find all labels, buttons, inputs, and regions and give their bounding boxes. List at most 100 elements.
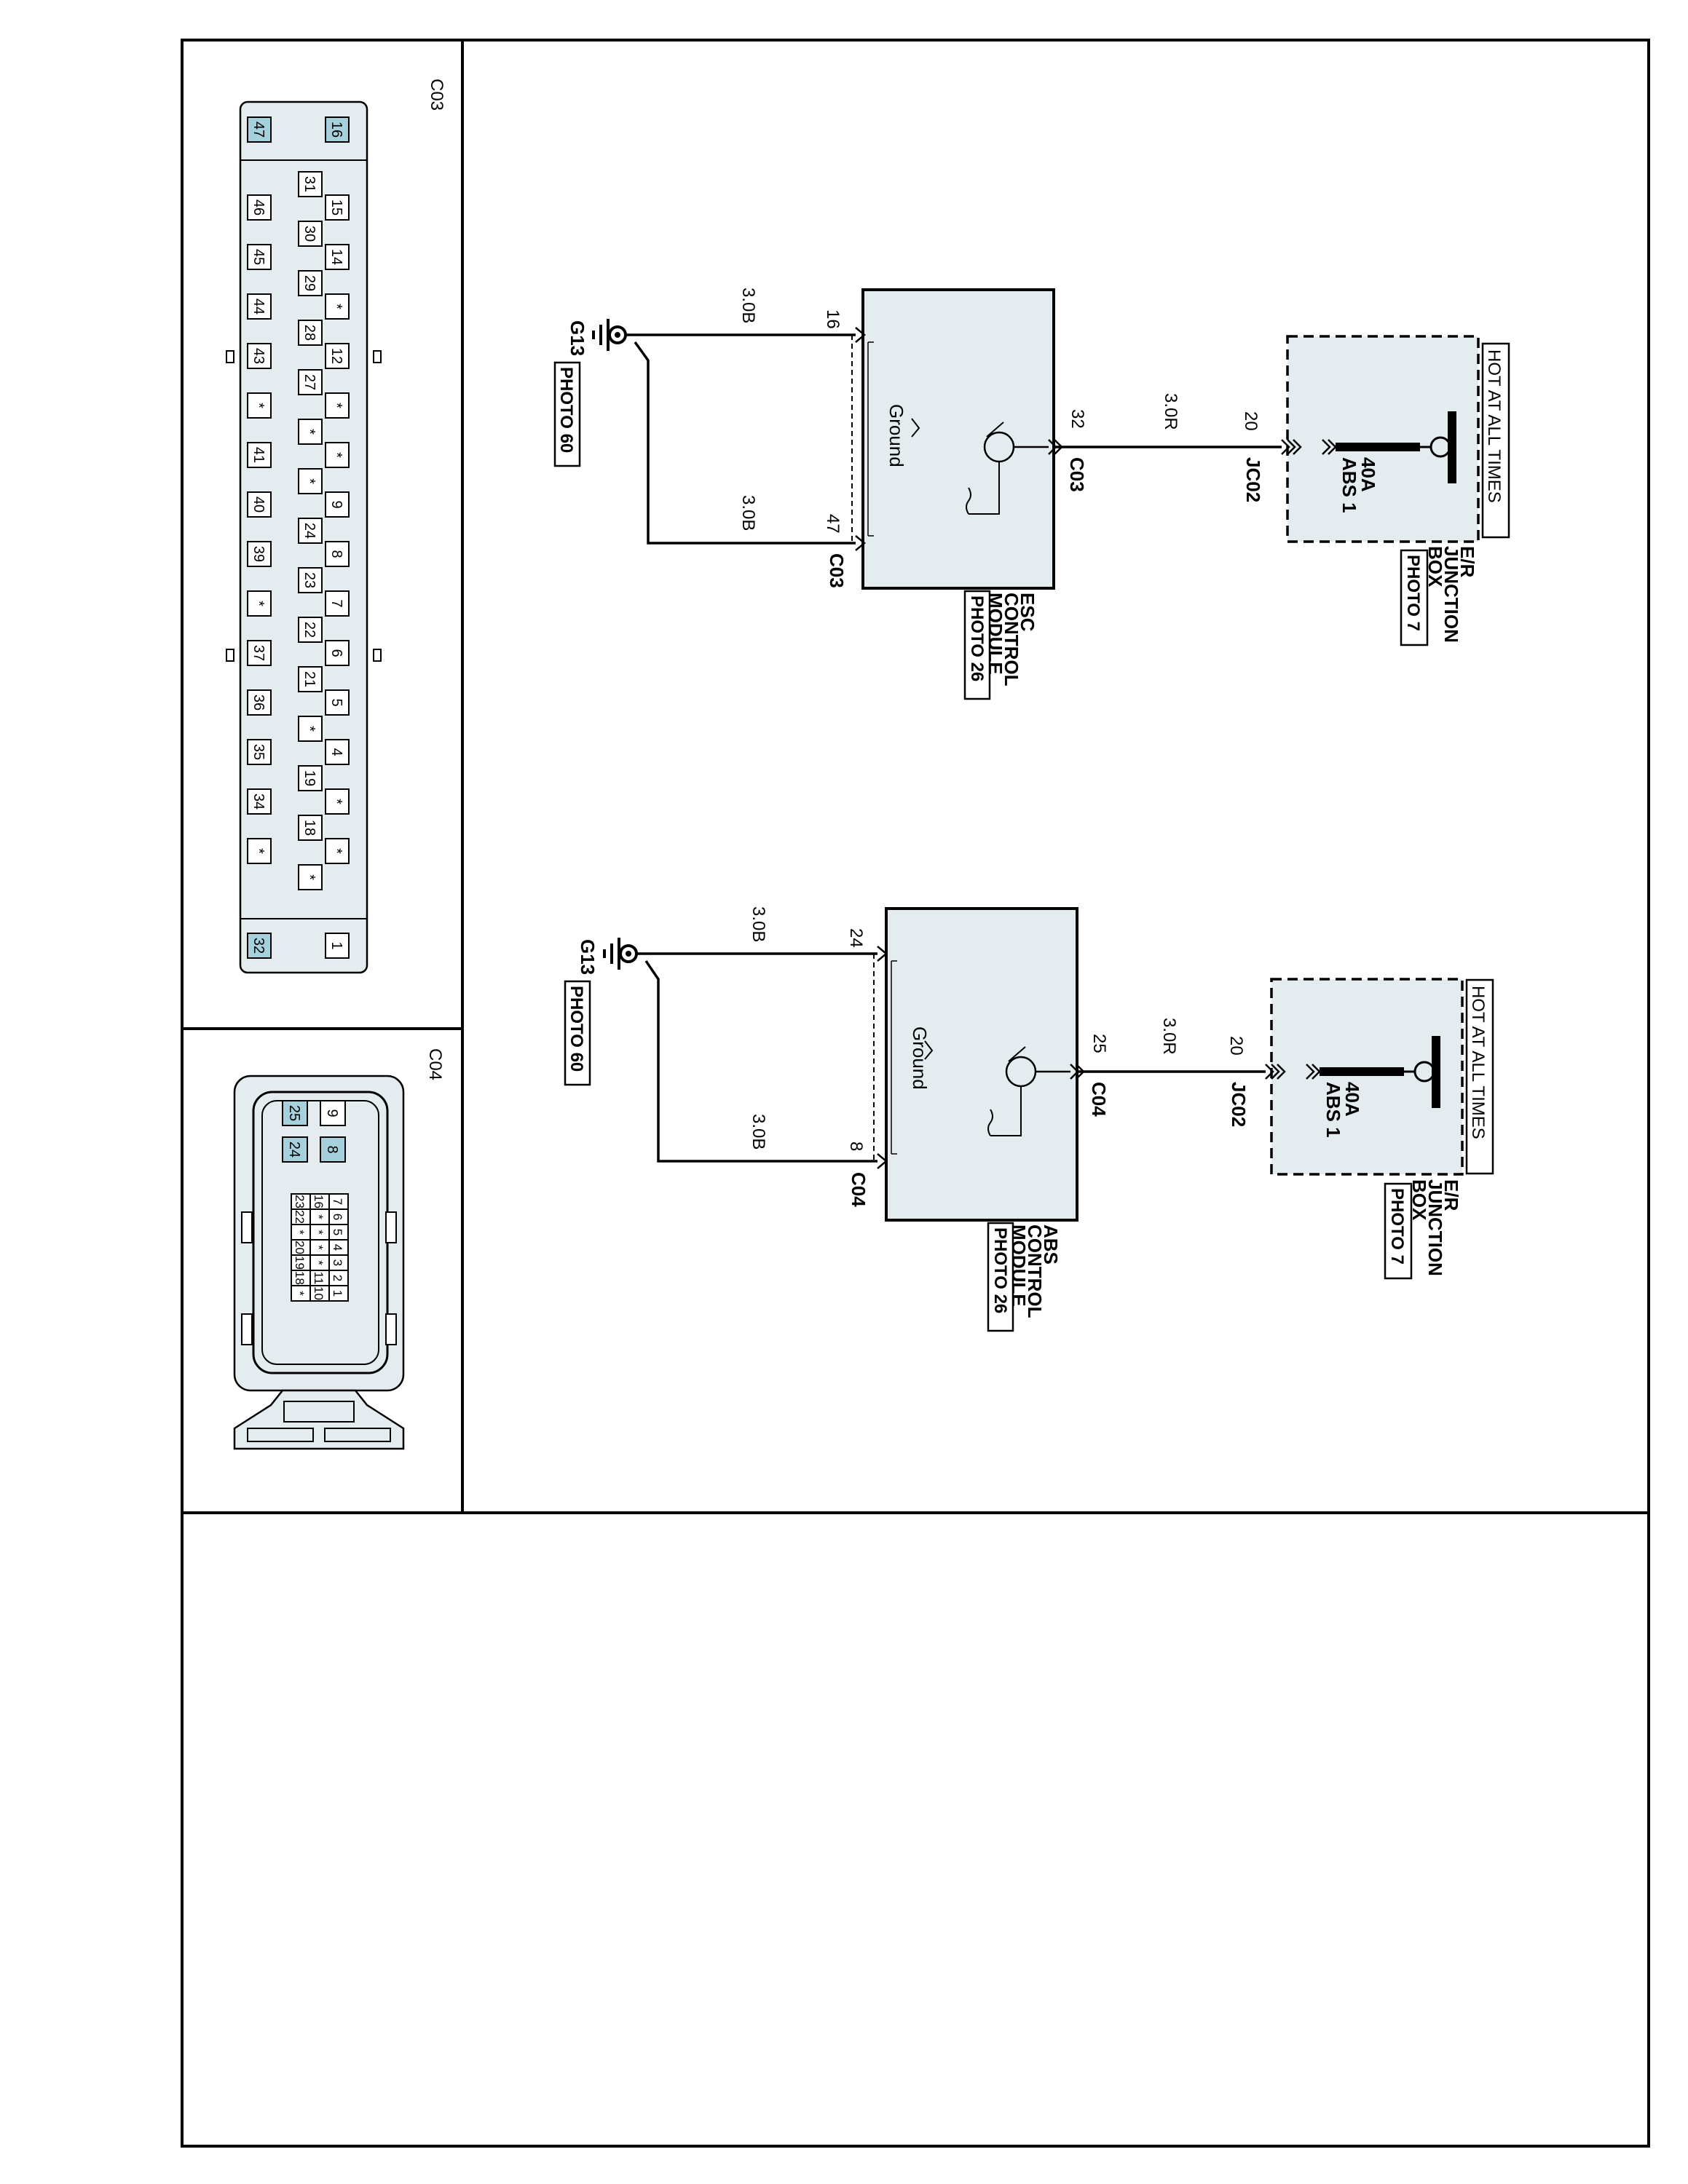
c04-cavity-25: 25 [282, 1100, 308, 1126]
c04-grid-cavity: 4 [328, 1239, 349, 1256]
abs-fuse-name: ABS 1 [1322, 1082, 1344, 1138]
c04-grid-cavity-label: 1 [331, 1290, 344, 1297]
c04-grid-cavity: 20 [291, 1239, 311, 1256]
c04-grid-cavity-label: 2 [331, 1275, 344, 1281]
c03-row-b-cavity: * [298, 716, 323, 742]
esc-module-ground-text: Ground [886, 404, 907, 467]
c03-row-c-cavity-label: 46 [251, 199, 267, 215]
c04-grid-cavity-label: 7 [331, 1198, 344, 1205]
esc-box-photo: PHOTO 7 [1403, 555, 1423, 631]
c03-row-b-cavity: 27 [298, 369, 323, 395]
c03-row-a-cavity: * [325, 788, 350, 815]
c03-row-b-cavity-label: 21 [301, 671, 318, 687]
c04-grid-cavity-label: * [312, 1214, 326, 1219]
abs-box-photo-box [1384, 1182, 1413, 1280]
c03-row-b-cavity: 22 [298, 617, 323, 643]
c04-grid-cavity-label: 3 [331, 1259, 344, 1266]
c04-grid-cavity-label: * [312, 1230, 326, 1235]
circuit-abs-control-module [603, 907, 1464, 1222]
c04-grid-cavity: * [291, 1285, 311, 1302]
abs-fuse-rating: 40A [1341, 1082, 1363, 1117]
c03-row-a-cavity-label: 12 [328, 348, 344, 364]
connector-c04-title: C04 [425, 1048, 445, 1080]
c04-grid-cavity: 16 [309, 1193, 330, 1210]
c03-row-b-cavity-label: 18 [301, 820, 318, 836]
c03-row-a-cavity-label: * [328, 304, 344, 309]
c04-grid-cavity: 3 [328, 1254, 349, 1271]
c04-cavity-25-label: 25 [286, 1105, 302, 1121]
c03-row-a-cavity-label: * [328, 848, 344, 854]
c03-row-b-cavity: * [298, 864, 323, 890]
c03-row-b-cavity-label: 19 [301, 770, 318, 786]
c03-row-a-cavity-label: * [328, 403, 344, 408]
c04-cavity-24: 24 [282, 1136, 308, 1163]
c03-row-b-cavity-label: 24 [301, 523, 318, 539]
c04-grid-cavity-label: 11 [312, 1272, 326, 1285]
abs-wire-right-label: 3.0R [1159, 1018, 1179, 1055]
c04-grid-cavity-label: * [312, 1245, 326, 1250]
c03-row-b-cavity: 28 [298, 320, 323, 346]
c04-grid-cavity-label: 22 [293, 1210, 307, 1224]
c03-cavity-16-label: 16 [328, 122, 344, 138]
connector-c03-title: C03 [427, 79, 446, 111]
c03-row-a-cavity: * [325, 293, 350, 320]
c03-row-a-cavity: 5 [325, 689, 350, 716]
esc-module-name-2: CONTROL [1001, 593, 1022, 687]
abs-box-name-1: E/R [1440, 1179, 1462, 1211]
abs-module-name-1: ABS [1040, 1224, 1062, 1265]
c03-row-b-cavity: 23 [298, 567, 323, 593]
c04-grid-cavity: 18 [291, 1270, 311, 1286]
c04-cavity-9-label: 9 [324, 1109, 340, 1117]
c03-row-c-cavity: 40 [247, 491, 272, 518]
c04-grid-cavity: 19 [291, 1254, 311, 1271]
c03-row-a-cavity: 4 [325, 739, 350, 765]
c04-grid-cavity-label: 6 [331, 1214, 344, 1220]
esc-pin-47: 47 [823, 514, 843, 534]
esc-connector-c03-right: C03 [1066, 457, 1088, 492]
c03-row-a-cavity: 6 [325, 640, 350, 666]
c04-grid-cavity-label: 19 [293, 1256, 307, 1270]
abs-ground-label: G13 [577, 939, 599, 975]
c03-row-b-cavity-label: * [301, 726, 318, 732]
c04-grid-cavity-label: * [312, 1260, 326, 1265]
c03-row-b-cavity-label: 28 [301, 325, 318, 341]
c04-grid-cavity: 7 [328, 1193, 349, 1210]
c03-row-c-cavity-label: * [251, 848, 267, 854]
abs-connector-c04-bottom: C04 [848, 1172, 869, 1207]
esc-labels: G13 PHOTO 60 3.0B 3.0B 16 47 C03 Ground … [553, 288, 1510, 700]
c04-grid-cavity-label: 16 [312, 1195, 326, 1208]
c03-row-a-cavity-label: 5 [328, 698, 344, 706]
c03-row-c-cavity-label: * [251, 601, 267, 606]
c03-row-a-cavity: 14 [325, 244, 350, 270]
abs-jc-pin: 20 [1226, 1036, 1246, 1056]
c03-row-a-cavity: 15 [325, 194, 350, 221]
c03-row-a-cavity: 7 [325, 590, 350, 617]
esc-box-name-1: E/R [1456, 546, 1478, 578]
c03-cavity-1: 1 [325, 933, 350, 959]
esc-jc-pin: 20 [1241, 411, 1261, 431]
c03-row-b-cavity: * [298, 419, 323, 445]
c03-row-c-cavity: 46 [247, 194, 272, 221]
esc-jc02-label: JC02 [1242, 457, 1264, 502]
c04-grid-cavity-label: 18 [293, 1271, 307, 1285]
c03-row-b-cavity-label: 30 [301, 226, 318, 242]
c04-grid-cavity: 6 [328, 1208, 349, 1225]
c04-grid-cavity: 11 [309, 1270, 330, 1286]
c03-row-a-cavity: * [325, 838, 350, 864]
abs-module-photo: PHOTO 26 [990, 1227, 1010, 1313]
c04-grid-cavity: * [291, 1224, 311, 1241]
c03-row-c-cavity: 44 [247, 293, 272, 320]
c03-row-b-cavity: * [298, 468, 323, 494]
esc-wire-bottom-label: 3.0B [738, 495, 758, 531]
c03-row-c-cavity-label: 36 [251, 695, 267, 711]
c03-cavity-32-label: 32 [251, 938, 267, 954]
abs-pin-8: 8 [846, 1142, 866, 1151]
c04-grid-cavity-label: * [293, 1291, 307, 1296]
c03-row-a-cavity: 12 [325, 343, 350, 369]
esc-hot-label: HOT AT ALL TIMES [1484, 349, 1504, 503]
c04-grid-cavity: * [309, 1254, 330, 1271]
c03-row-c-cavity-label: 41 [251, 447, 267, 463]
sheet-frame [181, 39, 1650, 2148]
c04-grid-cavity: * [309, 1239, 330, 1256]
